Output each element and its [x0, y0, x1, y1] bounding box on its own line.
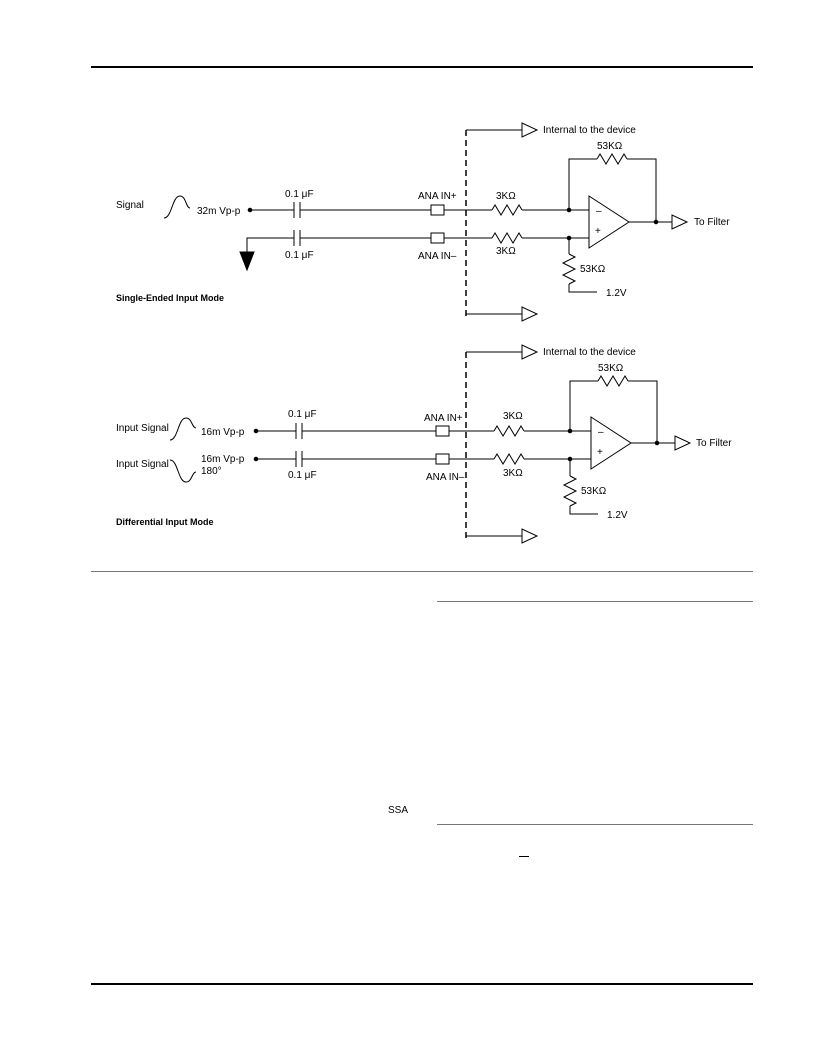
se-res-bottom-label: 3KΩ — [496, 246, 516, 257]
se-res-top-label: 3KΩ — [496, 191, 516, 202]
column-rule-upper — [437, 601, 753, 602]
diff-signal2-phase: 180° — [201, 466, 222, 477]
figure-bottom-rule — [91, 571, 753, 572]
diff-bias-voltage-label: 1.2V — [607, 510, 628, 521]
footer-rule — [91, 983, 753, 985]
differential-diagram — [169, 344, 692, 544]
diff-signal2-amplitude: 16m Vp-p — [201, 454, 245, 465]
se-bias-resistor-label: 53KΩ — [580, 264, 606, 275]
se-feedback-resistor-label: 53KΩ — [597, 141, 623, 152]
se-signal-amplitude: 32m Vp-p — [197, 206, 241, 217]
diff-internal-label: Internal to the device — [543, 347, 636, 358]
se-pin-minus-label: ANA IN– — [418, 251, 457, 262]
diff-pin-plus-label: ANA IN+ — [424, 413, 463, 424]
diff-opamp-plus: + — [597, 447, 603, 458]
se-pin-plus-label: ANA IN+ — [418, 191, 457, 202]
header-rule — [91, 66, 753, 68]
column-rule-lower — [437, 824, 753, 825]
diff-feedback-resistor-label: 53KΩ — [598, 363, 624, 374]
diff-opamp-minus: – — [598, 427, 604, 438]
se-signal-label: Signal — [116, 200, 144, 211]
diff-signal1-amplitude: 16m Vp-p — [201, 427, 245, 438]
single-ended-diagram — [163, 122, 689, 322]
diff-pin-minus-label: ANA IN– — [426, 472, 465, 483]
diff-cap-bottom-label: 0.1 μF — [288, 470, 317, 481]
diff-output-label: To Filter — [696, 438, 732, 449]
diff-signal2-label: Input Signal — [116, 459, 169, 470]
diff-bias-resistor-label: 53KΩ — [581, 486, 607, 497]
ssa-label: SSA — [388, 805, 409, 816]
se-internal-label: Internal to the device — [543, 125, 636, 136]
se-opamp-minus: – — [596, 206, 602, 217]
diff-cap-top-label: 0.1 μF — [288, 409, 317, 420]
diff-res-top-label: 3KΩ — [503, 411, 523, 422]
se-opamp-plus: + — [595, 226, 601, 237]
se-cap-top-label: 0.1 μF — [285, 189, 314, 200]
diff-signal1-label: Input Signal — [116, 423, 169, 434]
overbar-mark — [519, 856, 529, 857]
se-bias-voltage-label: 1.2V — [606, 288, 627, 299]
se-mode-title: Single-Ended Input Mode — [116, 293, 224, 303]
diff-res-bottom-label: 3KΩ — [503, 468, 523, 479]
se-output-label: To Filter — [694, 217, 730, 228]
se-cap-bottom-label: 0.1 μF — [285, 250, 314, 261]
diff-mode-title: Differential Input Mode — [116, 517, 214, 527]
